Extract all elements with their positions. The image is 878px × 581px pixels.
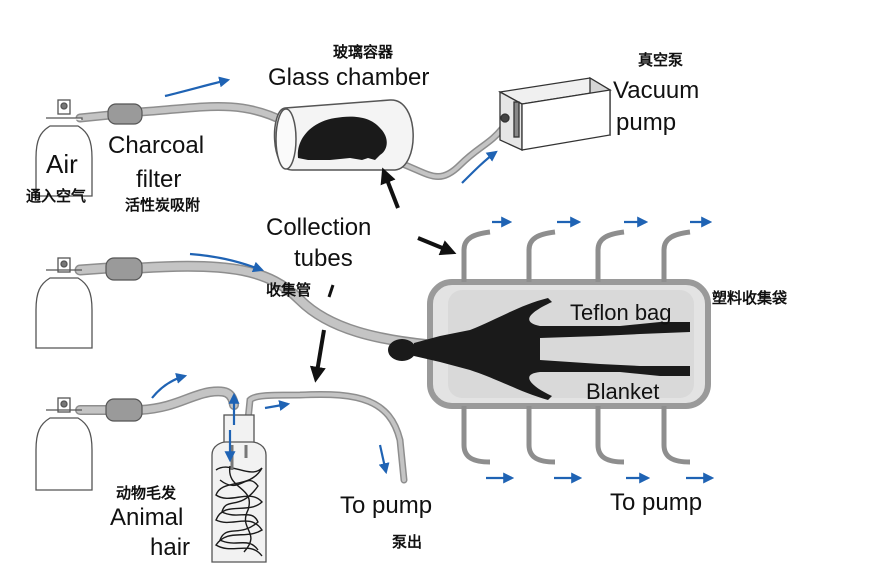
label-animal-hair-en-1: Animal bbox=[110, 504, 183, 531]
label-teflon-bag-en: Teflon bag bbox=[570, 300, 672, 325]
label-charcoal-filter-en-2: filter bbox=[136, 166, 181, 193]
flow-arrows bbox=[151, 76, 715, 484]
glass-chamber-icon bbox=[273, 99, 414, 171]
labels: 玻璃容器 Glass chamber 真空泵 Vacuum pump Air 通… bbox=[26, 43, 788, 561]
flow-arrow-top bbox=[164, 76, 231, 98]
label-collection-tubes-en-2: tubes bbox=[294, 245, 353, 272]
flow-arrow-chamber-pump bbox=[461, 150, 498, 184]
flow-arrow-to-pump-left bbox=[378, 444, 390, 475]
label-vacuum-pump-cn: 真空泵 bbox=[638, 51, 683, 69]
label-blanket-en: Blanket bbox=[586, 379, 659, 404]
hair-bottle-icon bbox=[211, 414, 267, 563]
label-vacuum-pump-en-1: Vacuum bbox=[613, 77, 699, 104]
bag-bottom-tubes bbox=[461, 406, 691, 465]
collection-pointers bbox=[309, 167, 457, 383]
teflon-bag bbox=[388, 229, 711, 465]
label-air-en: Air bbox=[46, 149, 78, 179]
label-vacuum-pump-en-2: pump bbox=[616, 109, 676, 136]
collection-tube-mark bbox=[327, 284, 335, 298]
pointer-to-bottle bbox=[309, 329, 326, 383]
label-collection-tubes-cn: 收集管 bbox=[266, 281, 311, 299]
label-animal-hair-cn: 动物毛发 bbox=[116, 484, 177, 502]
label-charcoal-filter-en-1: Charcoal bbox=[108, 132, 204, 159]
pointer-to-bag bbox=[417, 236, 457, 256]
label-to-pump-left-cn: 泵出 bbox=[392, 533, 422, 551]
bag-top-tubes bbox=[461, 229, 691, 282]
label-collection-tubes-en-1: Collection bbox=[266, 214, 371, 241]
label-to-pump-left-en: To pump bbox=[340, 492, 432, 519]
label-air-cn: 通入空气 bbox=[26, 187, 86, 205]
label-glass-chamber-cn: 玻璃容器 bbox=[333, 43, 394, 61]
label-charcoal-filter-cn: 活性炭吸附 bbox=[125, 196, 200, 214]
air-cylinder-icon bbox=[35, 99, 93, 491]
flow-arrow-middle bbox=[189, 252, 265, 273]
label-teflon-bag-cn: 塑料收集袋 bbox=[712, 289, 788, 307]
label-animal-hair-en-2: hair bbox=[150, 534, 190, 561]
vacuum-pump-icon bbox=[498, 76, 612, 152]
label-to-pump-right-en: To pump bbox=[610, 489, 702, 516]
label-glass-chamber-en: Glass chamber bbox=[268, 64, 429, 91]
pointer-to-chamber bbox=[380, 167, 400, 209]
human-silhouette bbox=[388, 298, 690, 400]
flow-arrow-bottle-out bbox=[264, 400, 291, 411]
charcoal-filter-icon bbox=[105, 103, 143, 422]
flow-arrow-bottom bbox=[151, 372, 188, 399]
